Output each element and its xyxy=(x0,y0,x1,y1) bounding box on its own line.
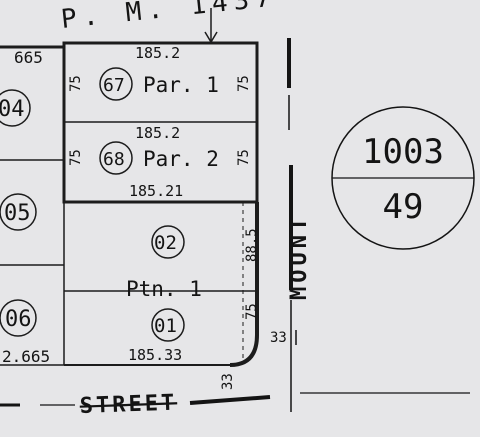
par1-top-dim: 185.2 xyxy=(135,44,180,62)
horizontal-street-label: STREET xyxy=(79,391,177,419)
book-number: 1003 xyxy=(362,132,444,172)
corner-dim-bottom: 33 xyxy=(220,373,236,390)
vertical-street-line xyxy=(287,38,297,412)
ptn1-block xyxy=(64,202,259,367)
lot-01-number: 01 xyxy=(154,315,177,337)
lot-05-number: 05 xyxy=(4,201,31,226)
ptn1-label: Ptn. 1 xyxy=(126,277,202,301)
par2-right-dim: 75 xyxy=(236,149,252,166)
lot-06-number: 06 xyxy=(5,307,32,332)
par2-bottom-dim: 185.21 xyxy=(129,182,183,200)
ptn-right-dim-lower: 75 xyxy=(244,303,260,320)
par1-left-dim: 75 xyxy=(68,75,84,92)
par2-top-dim: 185.2 xyxy=(135,124,180,142)
par2-left-dim: 75 xyxy=(68,149,84,166)
vertical-street-label: MOUNT xyxy=(287,214,312,300)
par1-right-dim: 75 xyxy=(236,75,252,92)
page-number: 49 xyxy=(383,187,424,227)
lot-04-number: 04 xyxy=(0,97,25,122)
ptn-right-dim-upper: 88.5 xyxy=(244,228,260,262)
left-bottom-dim: 2.665 xyxy=(2,347,50,366)
left-top-dim: 665 xyxy=(14,48,43,67)
par1-label: Par. 1 xyxy=(143,73,219,97)
lot-02-number: 02 xyxy=(154,232,177,254)
corner-dim-right: 33 xyxy=(270,330,287,346)
horizontal-street-line xyxy=(0,392,470,407)
book-page-circle xyxy=(331,106,475,250)
par2-number: 68 xyxy=(103,149,125,170)
par1-number: 67 xyxy=(103,75,125,96)
parcel-map-block xyxy=(62,8,259,204)
par2-label: Par. 2 xyxy=(143,147,219,171)
ptn-bottom-dim: 185.33 xyxy=(128,346,182,364)
